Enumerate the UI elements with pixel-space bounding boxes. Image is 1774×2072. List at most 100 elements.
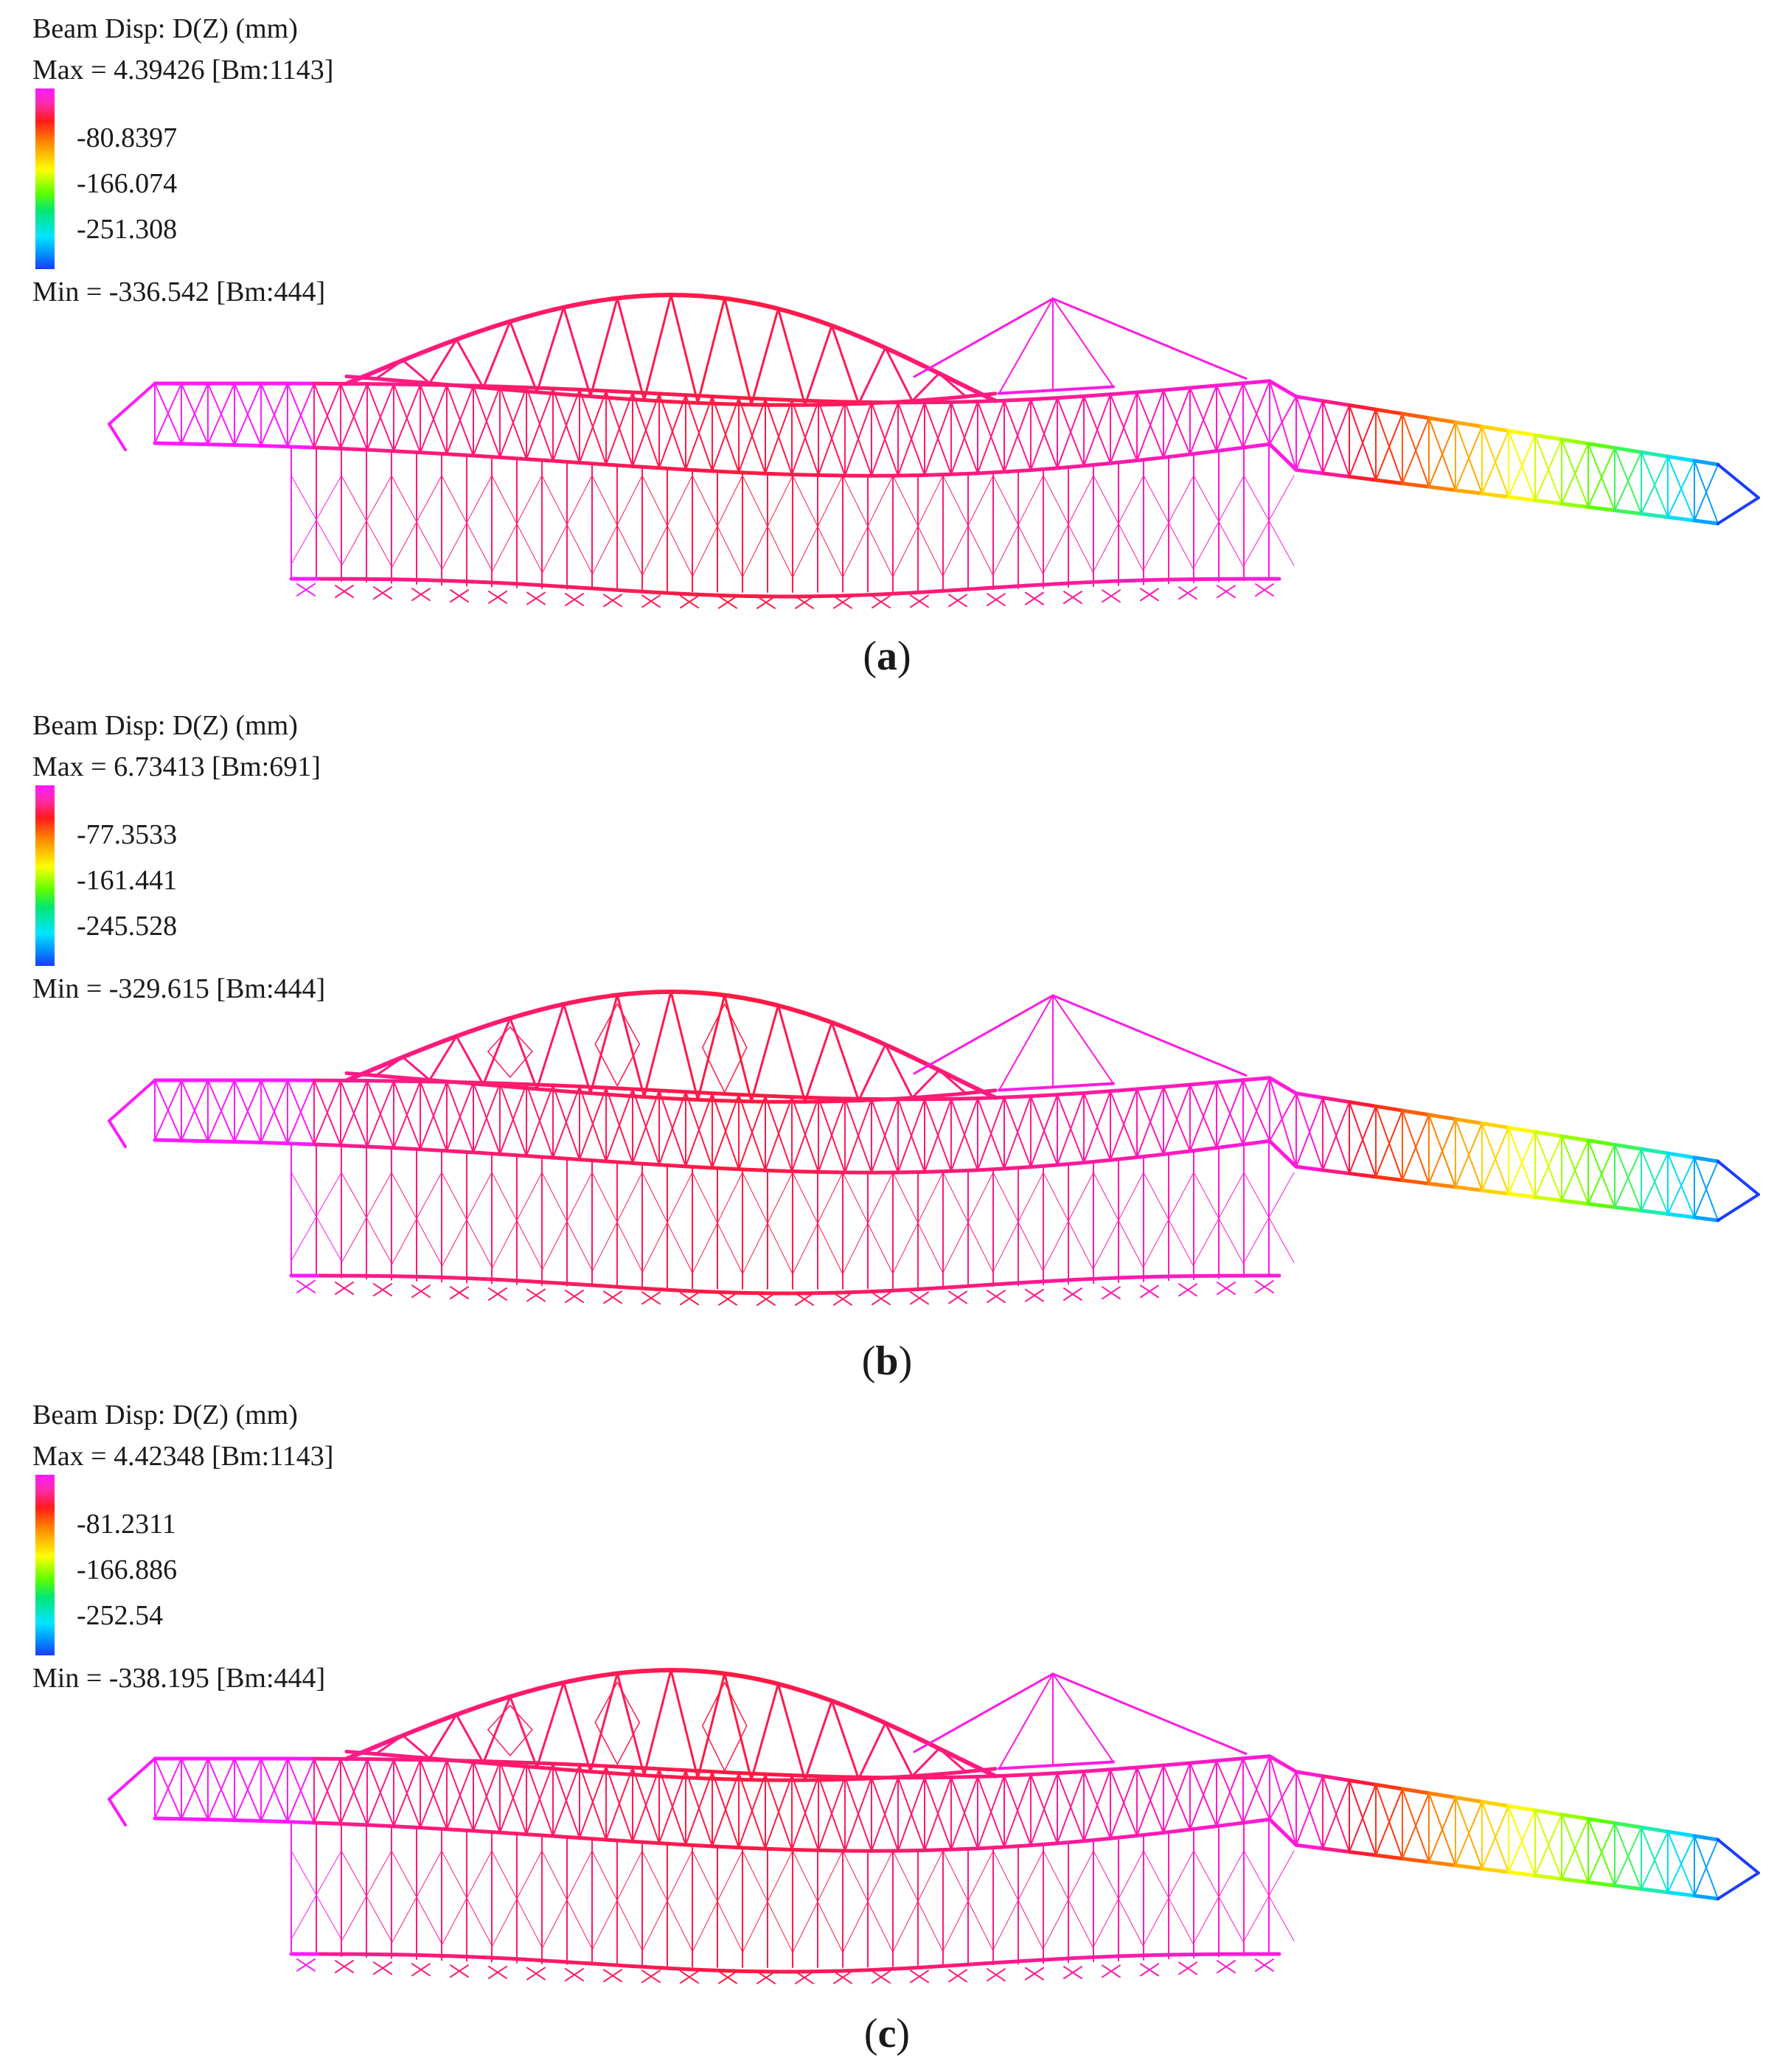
deck-diagonal <box>420 384 448 453</box>
arch-tie <box>418 380 437 386</box>
foundation-beam <box>643 590 662 595</box>
deck-diagonal <box>1003 398 1032 473</box>
arch-tie <box>403 1076 422 1082</box>
foundation-beam <box>849 1290 869 1295</box>
deck-diagonal <box>366 1759 394 1826</box>
deck-chord <box>1716 463 1760 499</box>
deck-bottom-chord <box>1135 1152 1166 1159</box>
arch-rib <box>949 377 968 389</box>
deck-bottom-chord <box>683 1164 714 1170</box>
arch-rib <box>610 1670 629 1677</box>
arch-web <box>858 1043 887 1102</box>
arch-rib <box>860 1032 880 1043</box>
foundation-beam <box>1041 582 1060 587</box>
arch-web <box>375 1734 404 1756</box>
substructure-brace <box>842 1850 894 1953</box>
deck-top-chord <box>1480 424 1511 433</box>
colorbar <box>35 785 55 966</box>
deck-chord <box>1716 1871 1760 1900</box>
pile-cap <box>795 595 814 609</box>
deck-diagonal <box>818 1776 846 1852</box>
foundation-beam <box>864 1289 883 1294</box>
foundation-beam <box>1012 583 1031 588</box>
deck-diagonal <box>1163 1083 1191 1155</box>
deck-top-chord <box>1055 1091 1086 1097</box>
deck-top-chord <box>1029 396 1060 402</box>
arch-rib <box>374 1060 393 1071</box>
deck-diagonal <box>1667 1156 1695 1215</box>
deck-diagonal <box>605 391 633 465</box>
arch-rib <box>860 336 880 347</box>
legend-tick-3: -251.308 <box>77 214 178 245</box>
legend-tick-1: -77.3533 <box>77 819 178 850</box>
deck-top-chord <box>1267 379 1298 399</box>
arch-rib <box>507 315 526 324</box>
substructure-brace <box>1043 475 1094 574</box>
foundation-beam <box>466 580 485 584</box>
deck-bottom-chord <box>498 1152 529 1158</box>
deck-diagonal <box>1534 1813 1562 1877</box>
arch-rib <box>787 1684 806 1694</box>
deck-top-chord <box>1161 386 1192 392</box>
deck-diagonal <box>499 1083 527 1155</box>
deck-bottom-chord <box>179 442 210 447</box>
arch-rib <box>757 1677 776 1686</box>
buckled-member <box>594 1681 619 1723</box>
arch-web <box>455 338 484 389</box>
arch-web <box>563 1003 592 1095</box>
deck-top-chord <box>1666 454 1697 463</box>
arch-web <box>401 1056 431 1082</box>
deck-diagonal <box>154 1080 182 1141</box>
arch-rib <box>374 363 393 374</box>
deck-bottom-chord <box>471 1150 502 1156</box>
deck-bottom-chord <box>1666 515 1697 523</box>
arch-rib <box>639 293 658 299</box>
deck-diagonal <box>1003 1095 1032 1169</box>
foundation-beam <box>1041 1957 1060 1962</box>
deck-diagonal <box>526 1084 554 1157</box>
deck-diagonal <box>207 383 235 445</box>
arch-rib <box>890 1723 909 1736</box>
foundation-beam <box>1115 1953 1134 1958</box>
deck-top-chord <box>1453 1117 1484 1125</box>
deck-diagonal <box>446 385 474 455</box>
tower-member <box>998 995 1054 1091</box>
deck-bottom-chord <box>630 464 661 470</box>
deck-bottom-chord <box>365 1823 396 1829</box>
arch-web <box>535 1003 566 1091</box>
foundation-beam <box>879 1288 898 1293</box>
pile-cap <box>833 595 852 609</box>
arch-web <box>509 1017 538 1091</box>
deck-diagonal <box>393 383 421 452</box>
buckled-member <box>594 1043 619 1087</box>
arch-rib <box>521 1008 540 1017</box>
deck-diagonal <box>207 1758 235 1821</box>
pile-cap <box>872 595 891 609</box>
foundation-beam <box>702 1290 721 1294</box>
deck-top-chord <box>1480 1799 1511 1808</box>
foundation-beam <box>1130 1953 1149 1958</box>
deck-chord <box>108 382 156 425</box>
pile-cap <box>411 1284 431 1299</box>
deck-diagonal <box>977 1775 1005 1849</box>
foundation-beam <box>1026 1958 1046 1963</box>
arch-web <box>911 1068 941 1099</box>
arch-rib <box>580 299 599 306</box>
deck-diagonal <box>1242 380 1270 449</box>
legend-tick-2: -166.886 <box>77 1554 178 1585</box>
deck-diagonal <box>897 1776 925 1852</box>
arch-rib <box>757 302 776 310</box>
foundation-beam <box>554 1959 574 1964</box>
deck-bottom-chord <box>259 444 290 449</box>
foundation-beam <box>923 589 942 594</box>
foundation-beam <box>495 1277 515 1282</box>
arch-rib <box>566 998 585 1006</box>
pile-cap <box>1140 1284 1159 1299</box>
deck-bottom-chord <box>1559 1198 1590 1206</box>
deck-top-chord <box>1135 388 1166 394</box>
foundation-beam <box>864 592 883 597</box>
arch-tie <box>949 1091 968 1097</box>
arch-tie <box>462 1759 481 1765</box>
substructure-brace <box>792 475 843 578</box>
arch-tie <box>831 402 850 407</box>
